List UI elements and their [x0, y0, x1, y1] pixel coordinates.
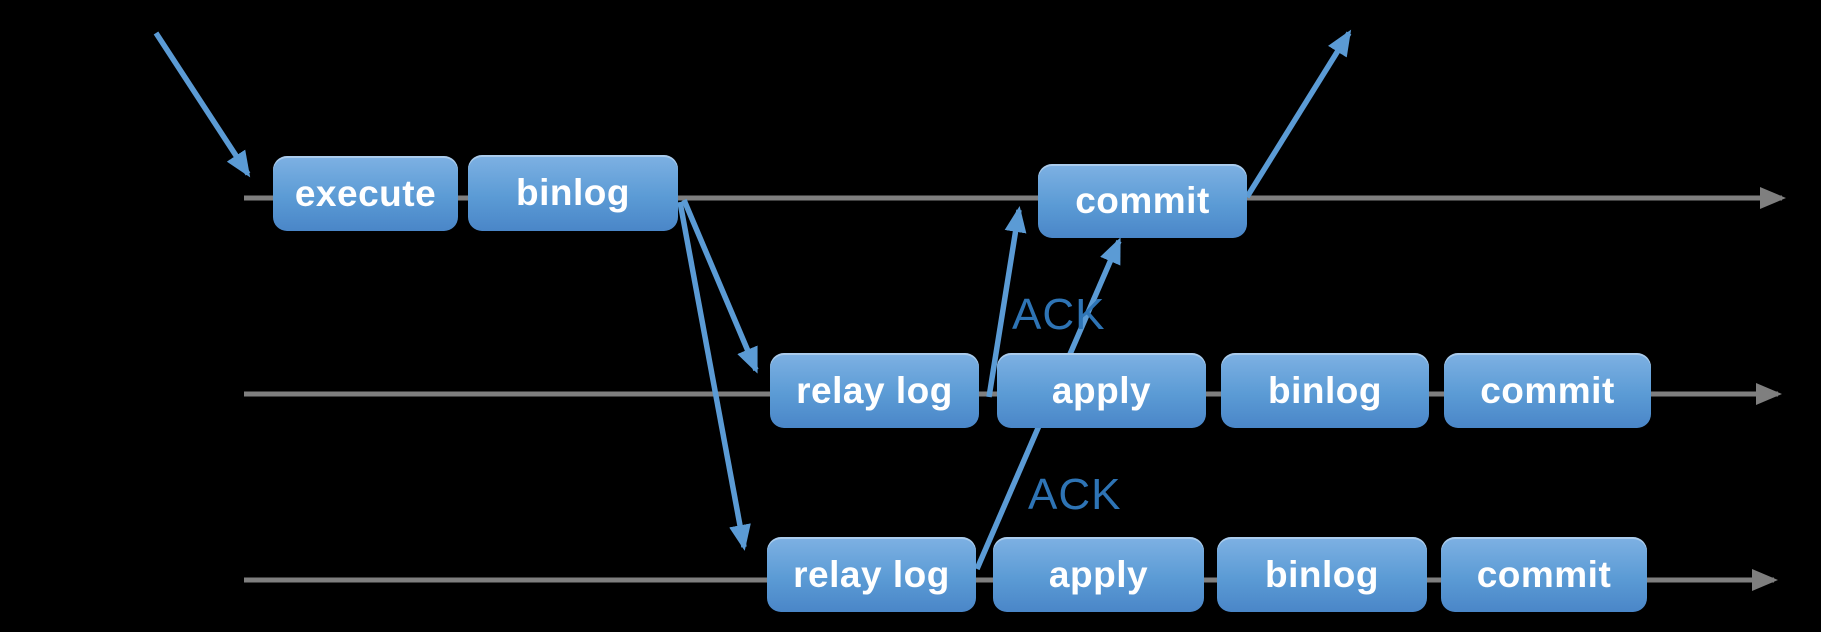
apply-label: apply	[1048, 553, 1149, 595]
timeline-1-binlog-box: binlog	[468, 155, 678, 231]
binlog-to-relaylog2-arrow	[677, 201, 751, 551]
timeline-3-apply-box: apply	[993, 537, 1204, 612]
timeline-1-execute-box: execute	[273, 156, 458, 231]
binlog-label: binlog	[1265, 553, 1379, 595]
timeline-2-apply-box: apply	[997, 353, 1206, 428]
relay-log-label: relay log	[793, 553, 950, 595]
timeline-2-relay-log-box: relay log	[770, 353, 979, 428]
ack-label-1: ACK	[1012, 290, 1106, 339]
ack-label-2: ACK	[1028, 470, 1122, 519]
binlog-to-relaylog1-arrow	[681, 198, 759, 374]
timeline-2-binlog-box: binlog	[1221, 353, 1429, 428]
timeline-3-binlog-box: binlog	[1217, 537, 1427, 612]
timeline-2-commit-box: commit	[1444, 353, 1651, 428]
apply-label: apply	[1051, 369, 1152, 411]
commit-return-arrow	[1244, 29, 1352, 199]
binlog-label: binlog	[516, 172, 630, 213]
incoming-transaction-arrow	[153, 31, 251, 178]
binlog-label: binlog	[1268, 369, 1382, 411]
timeline-3-commit-box: commit	[1441, 537, 1647, 612]
timeline-3-relay-log-box: relay log	[767, 537, 976, 612]
commit-label: commit	[1075, 180, 1210, 221]
commit-label: commit	[1480, 369, 1615, 411]
timeline-1-commit-box: commit	[1038, 164, 1247, 238]
commit-label: commit	[1476, 553, 1612, 595]
ack1-to-commit-arrow	[986, 206, 1027, 398]
relay-log-label: relay log	[796, 369, 953, 411]
execute-label: execute	[294, 172, 437, 214]
